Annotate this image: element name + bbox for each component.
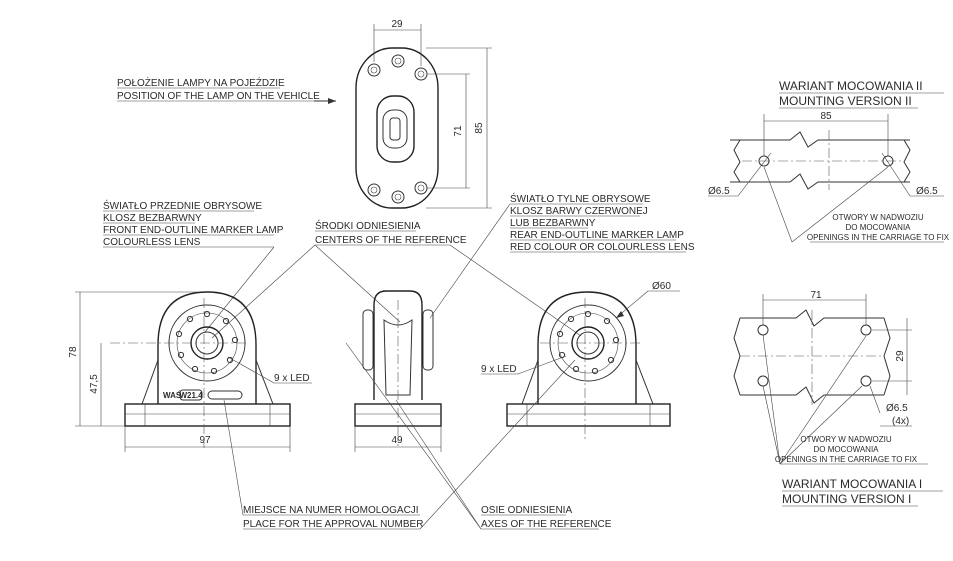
approval-slot [207, 390, 243, 400]
mounting-version-2: WARIANT MOCOWANIA II MOUNTING VERSION II… [708, 79, 950, 243]
mount-v2-note-2: DO MOCOWANIA [845, 223, 911, 232]
mount-v1-note-1: OTWORY W NADWOZIU [800, 435, 891, 444]
rear-lamp-callout: ŚWIATŁO TYLNE OBRYSOWE KLOSZ BARWY CZERW… [429, 192, 695, 319]
mounting-version-1: 71 29 Ø6.5 (4x) OTWORY W NADWOZIU DO MOC… [733, 290, 943, 507]
rear-diameter-label: Ø60 [652, 281, 671, 292]
front-view-base [124, 403, 291, 427]
rear-callout-line3: LUB BEZBARWNY [510, 218, 596, 229]
mount-v1-title-pl: WARIANT MOCOWANIA I [782, 477, 922, 491]
mount-v2-note-3: OPENINGS IN THE CARRIAGE TO FIX [807, 233, 950, 242]
mount-v2-title-pl: WARIANT MOCOWANIA II [779, 79, 923, 93]
axes-callout-pl: OSIE ODNIESIENIA [481, 505, 572, 516]
ref-center-en: CENTERS OF THE REFERENCE [315, 235, 467, 246]
mount-v1-hole: Ø6.5 [886, 403, 908, 414]
rear-callout-line2: KLOSZ BARWY CZERWONEJ [510, 206, 648, 217]
mount-v1-note-2: DO MOCOWANIA [813, 445, 879, 454]
mount-v1-spacing: 71 [810, 290, 822, 301]
position-callout-pl: POŁOŻENIE LAMPY NA POJEŹDZIE [117, 76, 285, 89]
front-callout-line2: KLOSZ BEZBARWNY [103, 213, 202, 224]
approval-callout-pl: MIEJSCE NA NUMER HOMOLOGACJI [243, 505, 419, 516]
dim-top-width: 29 [391, 19, 403, 30]
brand-label: WAŚ [163, 391, 182, 400]
mount-v1-note-3: OPENINGS IN THE CARRIAGE TO FIX [775, 455, 918, 464]
front-view-housing [157, 291, 257, 404]
mount-v1-title-en: MOUNTING VERSION I [782, 492, 911, 506]
position-callout: POŁOŻENIE LAMPY NA POJEŹDZIE POSITION OF… [117, 76, 336, 104]
front-callout-line1: ŚWIATŁO PRZEDNIE OBRYSOWE [103, 199, 262, 212]
dim-front-center: 47,5 [89, 374, 100, 394]
side-view-base [354, 403, 442, 427]
dim-top-length: 85 [474, 122, 485, 134]
front-led-label: 9 x LED [274, 373, 310, 384]
reference-center-callout: ŚRODKI ODNIESIENIA CENTERS OF THE REFERE… [211, 219, 582, 339]
rear-view-housing [537, 291, 637, 404]
dim-front-height: 78 [68, 346, 79, 358]
mount-v2-hole-left: Ø6.5 [708, 186, 730, 197]
mount-v2-spacing: 85 [820, 111, 832, 122]
mount-v2-hole-right: Ø6.5 [916, 186, 938, 197]
front-callout-line4: COLOURLESS LENS [103, 237, 201, 248]
side-view: 49 [354, 290, 442, 452]
mount-v1-hole-count: (4x) [892, 416, 909, 427]
front-lamp-callout: ŚWIATŁO PRZEDNIE OBRYSOWE KLOSZ BEZBARWN… [103, 199, 284, 333]
top-view: 29 71 85 [355, 19, 492, 209]
dim-side-width: 49 [391, 435, 403, 446]
rear-view-base [506, 403, 671, 427]
top-view-body [355, 47, 439, 209]
axes-callout: OSIE ODNIESIENIA AXES OF THE REFERENCE [345, 342, 612, 530]
position-callout-en: POSITION OF THE LAMP ON THE VEHICLE [117, 91, 320, 102]
ref-center-pl: ŚRODKI ODNIESIENIA [315, 219, 421, 232]
top-view-lens [376, 95, 415, 163]
side-view-body [373, 290, 423, 400]
rear-led-label: 9 x LED [481, 364, 517, 375]
approval-callout-en: PLACE FOR THE APPROVAL NUMBER [243, 519, 423, 530]
rear-callout-line4: REAR END-OUTLINE MARKER LAMP [510, 230, 684, 241]
rear-view: Ø60 9 x LED [481, 281, 680, 440]
front-callout-line3: FRONT END-OUTLINE MARKER LAMP [103, 225, 284, 236]
mount-v2-title-en: MOUNTING VERSION II [779, 94, 912, 108]
rear-callout-line5: RED COLOUR OR COLOURLESS LENS [510, 242, 695, 253]
dim-top-holes: 71 [453, 125, 464, 137]
dim-front-width: 97 [199, 435, 211, 446]
mount-v2-note-1: OTWORY W NADWOZIU [832, 213, 923, 222]
approval-callout: MIEJSCE NA NUMER HOMOLOGACJI PLACE FOR T… [223, 359, 576, 530]
mount-v1-height: 29 [895, 350, 906, 362]
axes-callout-en: AXES OF THE REFERENCE [481, 519, 612, 530]
front-view: WAŚ W21.4 78 47,5 97 9 x LED [68, 291, 312, 452]
rear-callout-line1: ŚWIATŁO TYLNE OBRYSOWE [510, 192, 651, 205]
code-label: W21.4 [179, 391, 203, 400]
